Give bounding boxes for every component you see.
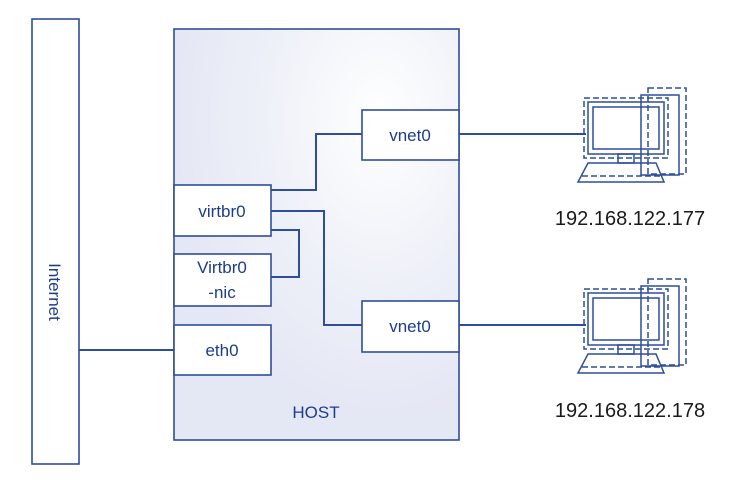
virtbr0-nic-label-line2: -nic bbox=[208, 283, 236, 302]
internet-label: Internet bbox=[45, 263, 64, 321]
wire-virtbr0-vnet0-bottom bbox=[271, 210, 362, 326]
virtbr0-label: virtbr0 bbox=[198, 202, 245, 221]
computer-icon bbox=[576, 87, 687, 183]
wire-virtbr0-vnet0-top bbox=[271, 133, 362, 191]
eth0-box: eth0 bbox=[173, 324, 272, 376]
guest-ip-2: 192.168.122.178 bbox=[555, 400, 705, 422]
virtbr0-nic-box: Virtbr0 -nic bbox=[173, 253, 272, 307]
virtbr0-box: virtbr0 bbox=[173, 184, 272, 237]
virtbr0-nic-label-line1: Virtbr0 bbox=[197, 258, 247, 277]
eth0-label: eth0 bbox=[205, 341, 238, 360]
wire-virtbr0-nic bbox=[271, 229, 300, 278]
vnet0-bottom-box: vnet0 bbox=[361, 300, 460, 353]
host-label: HOST bbox=[292, 403, 339, 422]
vnet0-bottom-label: vnet0 bbox=[389, 317, 431, 336]
connection-lines bbox=[79, 133, 586, 351]
internet-bar: Internet bbox=[31, 18, 80, 465]
computer-icon bbox=[576, 278, 687, 374]
vnet0-top-box: vnet0 bbox=[361, 109, 460, 161]
vnet0-top-label: vnet0 bbox=[389, 126, 431, 145]
guest-ip-1: 192.168.122.177 bbox=[555, 208, 705, 230]
